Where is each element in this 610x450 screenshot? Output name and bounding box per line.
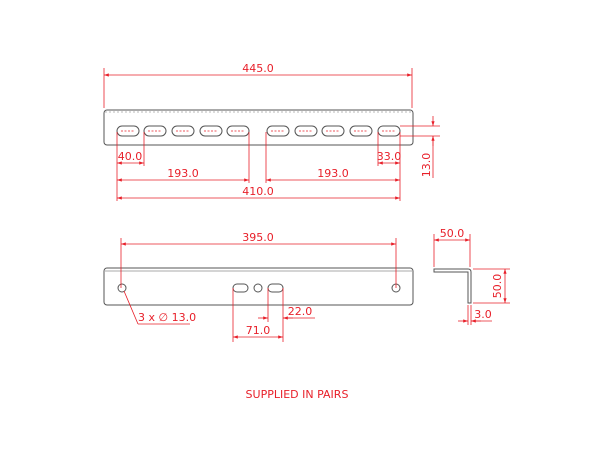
angle-profile (433, 268, 472, 304)
dim-group-span-left: 193.0 (167, 167, 199, 180)
side-view: 50.0 50.0 3.0 (433, 227, 510, 325)
dim-end-offset: 33.0 (377, 150, 402, 163)
dim-edge-offset: 13.0 (420, 153, 433, 178)
dim-overall-length: 445.0 (242, 62, 274, 75)
slot-row (116, 125, 401, 137)
dim-hole-pitch: 40.0 (118, 150, 143, 163)
dim-flange-height: 50.0 (491, 274, 504, 299)
slot (232, 283, 249, 293)
slot (267, 283, 284, 293)
dim-hole-span: 395.0 (242, 231, 274, 244)
dim-slot-span: 71.0 (246, 324, 271, 337)
mounting-hole (253, 283, 263, 293)
dim-flange-width: 50.0 (440, 227, 465, 240)
dim-slot-length: 22.0 (288, 305, 313, 318)
dim-total-span: 410.0 (242, 185, 274, 198)
hole-callout: 3 x ∅ 13.0 (138, 311, 196, 324)
dim-group-span-right: 193.0 (317, 167, 349, 180)
note-supplied-in-pairs: SUPPLIED IN PAIRS (246, 388, 349, 401)
front-view: 395.0 3 x ∅ 13.0 22.0 71.0 (103, 231, 414, 342)
mounting-hole (117, 283, 127, 293)
dim-thickness: 3.0 (474, 308, 492, 321)
top-view: 445.0 40.0 193.0 193.0 410.0 33.0 13.0 (103, 62, 440, 201)
